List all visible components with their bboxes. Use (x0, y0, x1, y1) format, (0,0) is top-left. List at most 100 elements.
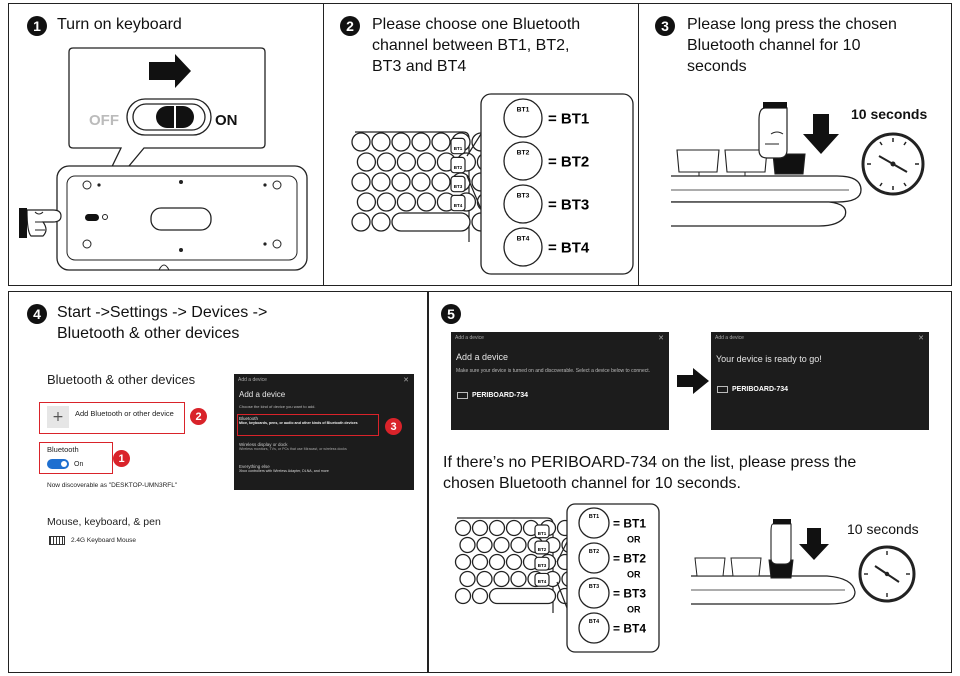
keyboard-key (376, 152, 397, 172)
add-device-dialog: Add a device ✕ Add a device Choose the k… (234, 374, 414, 490)
bt-channel-label: = BT3 (613, 587, 646, 601)
add-device-label: Add Bluetooth or other device (75, 408, 174, 418)
step-3-panel: 3 Please long press the chosen Bluetooth… (638, 3, 952, 286)
keyboard-key (416, 152, 437, 172)
step-5-panel: 5 Add a device ✕ Add a device Make sure … (428, 291, 952, 673)
keyboard-key (510, 570, 527, 588)
bt-channel-label: = BT2 (613, 552, 646, 566)
keyboard-key (471, 519, 489, 537)
option-desc: Xbox controllers with Wireless Adapter, … (239, 469, 329, 473)
everything-else-option[interactable]: Everything else Xbox controllers with Wi… (239, 464, 329, 473)
step-4-title-line: Bluetooth & other devices (57, 325, 240, 342)
discoverable-text: Now discoverable as "DESKTOP-UMN3RFL" (47, 482, 178, 489)
bt-key (534, 572, 550, 587)
bt-channel-badge: BT1 (517, 106, 530, 113)
keyboard-key (431, 172, 451, 192)
or-label: OR (627, 569, 641, 579)
dialog-subtitle: Choose the kind of device you want to ad… (239, 404, 316, 409)
periboard-device-entry[interactable]: PERIBOARD-734 (457, 392, 528, 399)
keyboard-key (371, 172, 391, 192)
keyboard-key (411, 172, 431, 192)
keyboard-key (411, 132, 431, 152)
bt-channel-label: = BT1 (613, 517, 646, 531)
option-desc: Wireless monitors, TVs, or PCs that use … (239, 447, 347, 451)
plus-icon: + (47, 406, 69, 428)
keyboard-key (376, 192, 397, 212)
spacebar-key (488, 587, 557, 605)
keyboard-key (488, 553, 506, 571)
keyboard-key (505, 553, 523, 571)
keyboard-key (493, 570, 510, 588)
keyboard-key (454, 519, 472, 537)
dialog-titlebar: Add a device (715, 335, 744, 341)
red-step-badge-3: 3 (385, 418, 402, 435)
keyboard-key (471, 553, 489, 571)
bt-channel-circle (578, 507, 610, 539)
step-2-title-line: Please choose one Bluetooth (372, 16, 581, 33)
dialog-titlebar: Add a device (455, 335, 484, 341)
bt-key-label: BT4 (538, 579, 547, 584)
step-3-title-line: seconds (687, 58, 747, 75)
keyboard-key (356, 192, 377, 212)
dialog-heading: Add a device (456, 352, 509, 362)
bt-channel-circle (578, 542, 610, 574)
periboard-device-entry[interactable]: PERIBOARD-734 (717, 386, 788, 393)
dialog-titlebar: Add a device (238, 377, 267, 383)
dialog-description: Make sure your device is turned on and d… (456, 368, 650, 374)
device-list-item[interactable]: 2.4G Keyboard Mouse (49, 536, 136, 545)
dialog-heading: Your device is ready to go! (716, 354, 822, 364)
bt-channel-label: = BT3 (548, 197, 589, 214)
step-3-title-line: Please long press the chosen (687, 16, 897, 33)
device-name: PERIBOARD-734 (732, 386, 789, 393)
bt-channel-badge: BT3 (589, 584, 599, 590)
keyboard-key (459, 570, 476, 588)
timer-label: 10 seconds (851, 106, 927, 122)
device-item-label: 2.4G Keyboard Mouse (71, 537, 137, 544)
bt-channel-badge: BT2 (589, 549, 599, 555)
keyboard-key (459, 536, 476, 554)
wireless-display-option[interactable]: Wireless display or dock Wireless monito… (239, 442, 347, 451)
red-step-badge-1: 1 (113, 450, 130, 467)
add-device-button[interactable]: + Add Bluetooth or other device (47, 406, 174, 428)
close-icon[interactable]: ✕ (658, 335, 664, 342)
step-1-panel: 1 Turn on keyboard OFF ON (8, 3, 324, 286)
step-1-number: 1 (27, 16, 47, 36)
keyboard-key (454, 587, 472, 605)
bt-key (450, 175, 466, 193)
device-ready-dialog: Add a device ✕ Your device is ready to g… (711, 332, 929, 430)
or-label: OR (627, 534, 641, 544)
step-4-panel: 4 Start ->Settings -> Devices -> Bluetoo… (8, 291, 428, 673)
step-3-title: Please long press the chosen Bluetooth c… (687, 14, 897, 77)
bt-key-label: BT2 (454, 165, 463, 170)
close-icon[interactable]: ✕ (918, 335, 924, 342)
option-name: Wireless display or dock (239, 442, 288, 447)
bt-key-label: BT4 (454, 203, 463, 208)
bt-channel-circle (503, 227, 543, 267)
step-4-title: Start ->Settings -> Devices -> Bluetooth… (57, 302, 267, 344)
bt-key (450, 156, 466, 174)
bt-channel-label: = BT1 (548, 111, 589, 128)
bt-channel-badge: BT4 (589, 619, 599, 625)
bt-channel-label: = BT4 (613, 622, 646, 636)
step-5-number: 5 (441, 304, 461, 324)
close-icon[interactable]: ✕ (403, 377, 409, 384)
bluetooth-toggle[interactable]: On (47, 459, 83, 469)
bt-key-label: BT1 (538, 531, 547, 536)
next-arrow (677, 368, 709, 394)
keyboard-key (356, 152, 377, 172)
bluetooth-option[interactable]: Bluetooth Mice, keyboards, pens, or audi… (239, 416, 358, 425)
step-5-note: If there’s no PERIBOARD-734 on the list,… (443, 452, 856, 494)
switch-on-label: ON (215, 112, 238, 129)
bt-channel-badge: BT2 (517, 149, 530, 156)
bt-key (534, 556, 550, 571)
or-label: OR (627, 604, 641, 614)
keyboard-key (476, 570, 493, 588)
keyboard-key (351, 212, 371, 232)
keyboard-key (505, 519, 523, 537)
bt-channel-badge: BT3 (517, 192, 530, 199)
discover-device-dialog: Add a device ✕ Add a device Make sure yo… (451, 332, 669, 430)
bt-channel-label: = BT2 (548, 154, 589, 171)
